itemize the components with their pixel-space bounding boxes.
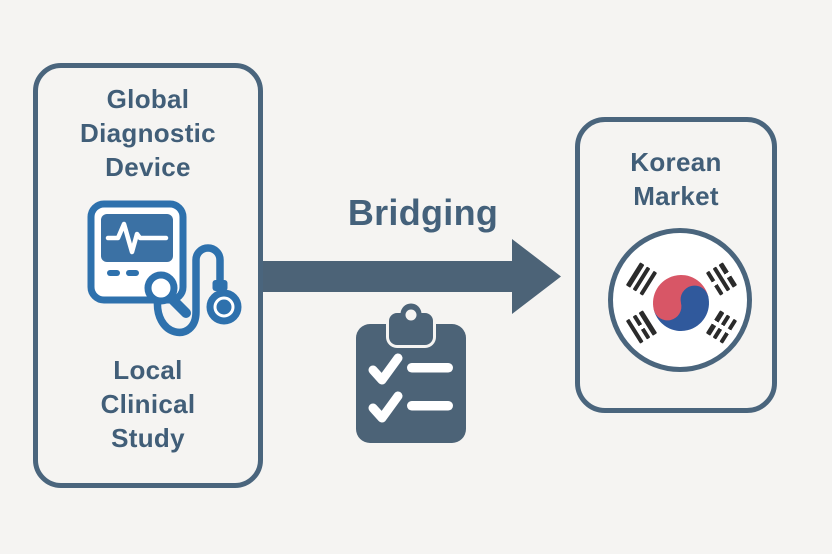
title-line: Market	[633, 181, 719, 211]
magnifier-handle	[166, 293, 191, 318]
checklist-line	[407, 401, 453, 411]
diagnostic-device-icon	[87, 200, 242, 337]
stethoscope-chestpiece-dot	[216, 299, 232, 315]
trigram-gon-icon	[705, 310, 737, 344]
stethoscope-tube-icon	[153, 244, 224, 337]
title-line: Global	[106, 84, 190, 114]
bridging-label: Bridging	[347, 192, 499, 233]
trigram-ri-icon	[625, 310, 657, 344]
right-box-title: Korean Market	[580, 145, 772, 213]
taegeuk-icon	[647, 269, 715, 337]
checkmark-icon	[368, 353, 403, 385]
checkmark-icon	[368, 391, 403, 423]
trigram-geon-icon	[625, 262, 657, 296]
title-line: Diagnostic	[80, 118, 216, 148]
stethoscope-connector	[212, 280, 228, 291]
monitor-button	[107, 270, 120, 276]
subtitle-line: Study	[111, 423, 185, 453]
magnifier-lens-icon	[144, 271, 178, 305]
checklist-clipboard-icon	[356, 300, 466, 443]
arrow-shape	[263, 239, 561, 314]
global-device-box: Global Diagnostic Device Local Clinical …	[33, 63, 263, 488]
left-box-title: Global Diagnostic Device	[38, 82, 258, 184]
checklist-line	[407, 363, 453, 373]
ecg-waveform-icon	[105, 221, 169, 255]
left-box-subtitle: Local Clinical Study	[38, 353, 258, 455]
south-korea-flag-icon	[608, 228, 752, 372]
title-line: Device	[105, 152, 191, 182]
right-arrow-icon	[263, 239, 561, 314]
monitor-button	[126, 270, 139, 276]
korean-market-box: Korean Market	[575, 117, 777, 413]
title-line: Korean	[630, 147, 722, 177]
subtitle-line: Clinical	[100, 389, 196, 419]
clipboard-clip-hole	[405, 309, 417, 321]
subtitle-line: Local	[113, 355, 183, 385]
clipboard-clip	[389, 313, 433, 345]
trigram-gam-icon	[705, 262, 737, 296]
